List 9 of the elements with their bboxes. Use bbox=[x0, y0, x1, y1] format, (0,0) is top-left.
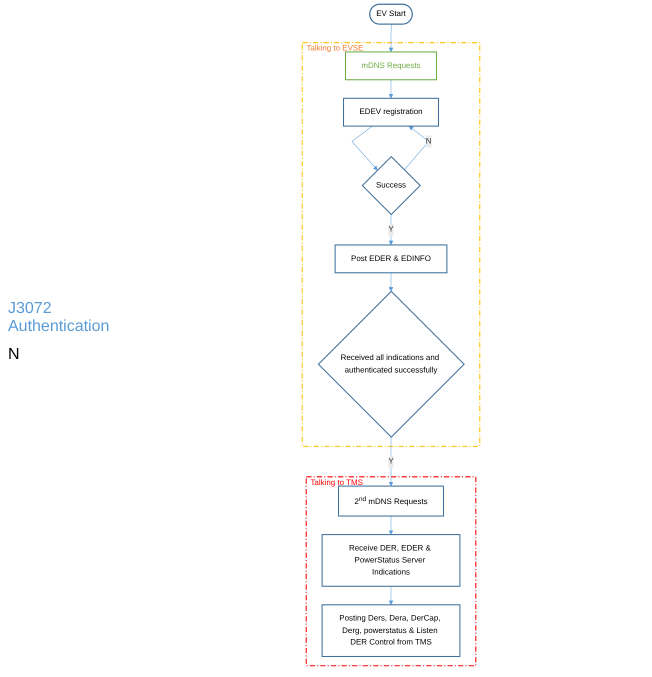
arrow bbox=[388, 24, 394, 52]
arrow bbox=[388, 586, 394, 606]
annotation-text: J3072 Authentication bbox=[8, 300, 110, 336]
branch-label: N bbox=[8, 346, 21, 364]
arrow bbox=[388, 516, 394, 535]
arrow bbox=[388, 80, 394, 99]
arrow bbox=[352, 126, 378, 170]
arrow bbox=[388, 272, 394, 292]
arrow bbox=[388, 436, 394, 486]
